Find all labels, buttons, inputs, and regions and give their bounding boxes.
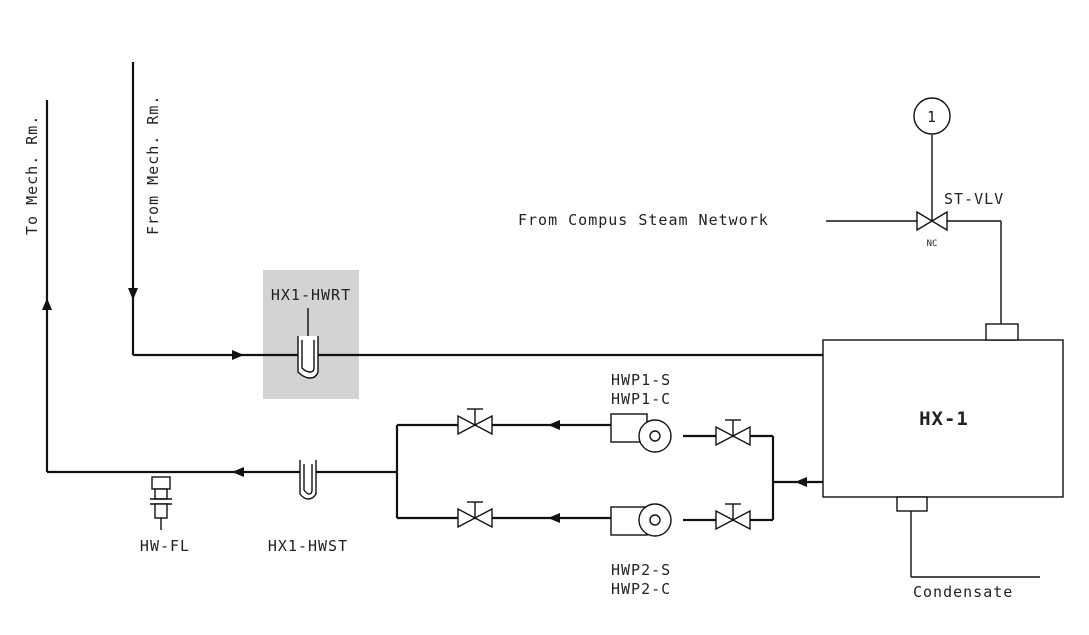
pump1-check-valve[interactable]	[715, 419, 751, 447]
return-arrow	[232, 350, 244, 360]
st-vlv-valve[interactable]	[916, 135, 948, 232]
hwp2-s-label: HWP2-S	[611, 561, 671, 579]
hx1-heat-exchanger[interactable]	[822, 339, 1064, 498]
pump2-flow-arrow	[548, 513, 560, 523]
hx-supply-arrow	[795, 477, 807, 487]
hx1-condensate-nozzle	[896, 496, 928, 512]
controller-tag-number: 1	[927, 108, 937, 126]
hx1-hwst-sensor[interactable]	[299, 460, 317, 500]
hx1-hwst-label: HX1-HWST	[268, 537, 348, 555]
hx1-steam-nozzle	[985, 323, 1019, 341]
hwp1-pump[interactable]	[610, 413, 672, 453]
hwp2-pump[interactable]	[610, 503, 672, 537]
hw-fl-label: HW-FL	[140, 537, 190, 555]
hwp1-c-label: HWP1-C	[611, 390, 671, 408]
hw-fl-flow-meter[interactable]	[150, 476, 172, 530]
st-vlv-label: ST-VLV	[944, 190, 1004, 208]
controller-tag-circle[interactable]	[913, 97, 951, 135]
hx1-label: HX-1	[919, 408, 969, 430]
steam-source-label: From Compus Steam Network	[518, 211, 769, 229]
hx1-hwrt-sensor[interactable]	[297, 308, 319, 379]
pump1-isolation-valve[interactable]	[457, 408, 493, 436]
condensate-label: Condensate	[913, 583, 1013, 601]
pump2-check-valve[interactable]	[715, 503, 751, 531]
from-mech-rm-label: From Mech. Rm.	[144, 95, 162, 235]
from-mech-down-arrow	[128, 288, 138, 300]
hwp1-s-label: HWP1-S	[611, 371, 671, 389]
hwp2-c-label: HWP2-C	[611, 580, 671, 598]
pump1-flow-arrow	[548, 420, 560, 430]
to-mech-rm-label: To Mech. Rm.	[23, 115, 41, 235]
supply-arrow	[232, 467, 244, 477]
to-mech-up-arrow	[42, 298, 52, 310]
pump2-isolation-valve[interactable]	[457, 501, 493, 529]
hx1-hwrt-label: HX1-HWRT	[271, 286, 351, 304]
nc-label: NC	[927, 239, 938, 249]
